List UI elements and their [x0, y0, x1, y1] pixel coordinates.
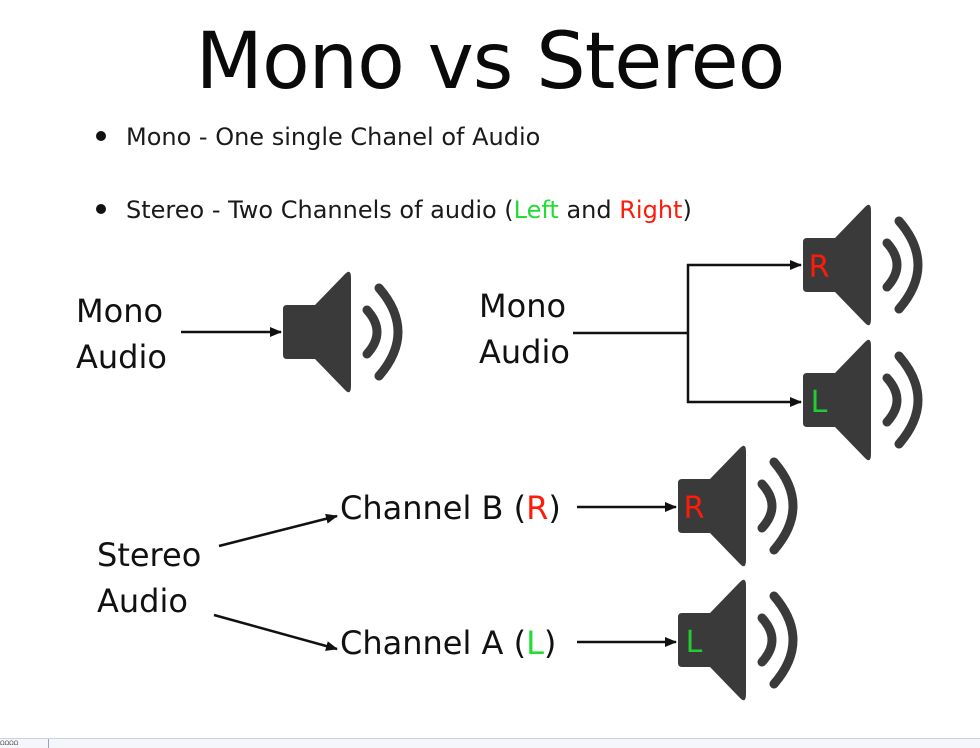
speaker-letter-r: R [684, 491, 705, 526]
stereo-audio-label: Stereo Audio [97, 532, 201, 624]
speaker-channel-a-icon: L [678, 580, 793, 701]
channel-a-text: Channel A ( [340, 624, 527, 662]
mono-split-label-line1: Mono [479, 287, 567, 325]
stereo-audio-label-line1: Stereo [97, 536, 202, 574]
channel-a-letter: L [526, 624, 544, 662]
bullet-mono-text: Mono - One single Chanel of Audio [126, 123, 541, 151]
bullet-mono: Mono - One single Chanel of Audio [96, 122, 540, 152]
speaker-right-icon: R [803, 205, 918, 326]
mono-split-label: Mono Audio [479, 283, 570, 375]
mono-audio-label-line1: Mono [76, 292, 164, 330]
speaker-letter-l: L [811, 385, 828, 420]
mono-audio-label-line2: Audio [76, 338, 167, 376]
speaker-letter-r: R [809, 250, 830, 285]
right-word: Right [619, 196, 683, 224]
stereo-audio-label-line2: Audio [97, 582, 188, 620]
mono-audio-label: Mono Audio [76, 288, 167, 380]
channel-a-suffix: ) [543, 624, 557, 662]
speaker-letter-l: L [686, 625, 703, 660]
channel-a-label: Channel A (L) [340, 623, 556, 663]
bullet-stereo-and: and [558, 196, 620, 224]
mono-split-label-line2: Audio [479, 333, 570, 371]
taskbar-button[interactable]: ΩΩΩΩ [0, 739, 49, 748]
channel-b-letter: R [526, 489, 549, 527]
slide-title: Mono vs Stereo [195, 17, 786, 107]
speaker-icon [283, 272, 398, 393]
bullet-stereo: Stereo - Two Channels of audio (Left and… [96, 195, 692, 225]
bullet-dot-icon [96, 131, 106, 141]
stereo-arrow-to-a [213, 613, 338, 651]
channel-b-label: Channel B (R) [340, 488, 561, 528]
channel-b-text: Channel B ( [340, 489, 527, 527]
taskbar: ΩΩΩΩ [0, 738, 980, 748]
stereo-arrow-to-b [218, 513, 338, 548]
bullet-stereo-text: Stereo - Two Channels of audio ( [126, 196, 514, 224]
left-word: Left [513, 196, 559, 224]
bullet-dot-icon [96, 204, 106, 214]
speaker-channel-b-icon: R [678, 446, 793, 567]
bullet-stereo-suffix: ) [682, 196, 692, 224]
channel-b-suffix: ) [548, 489, 561, 527]
speaker-left-icon: L [803, 340, 918, 461]
